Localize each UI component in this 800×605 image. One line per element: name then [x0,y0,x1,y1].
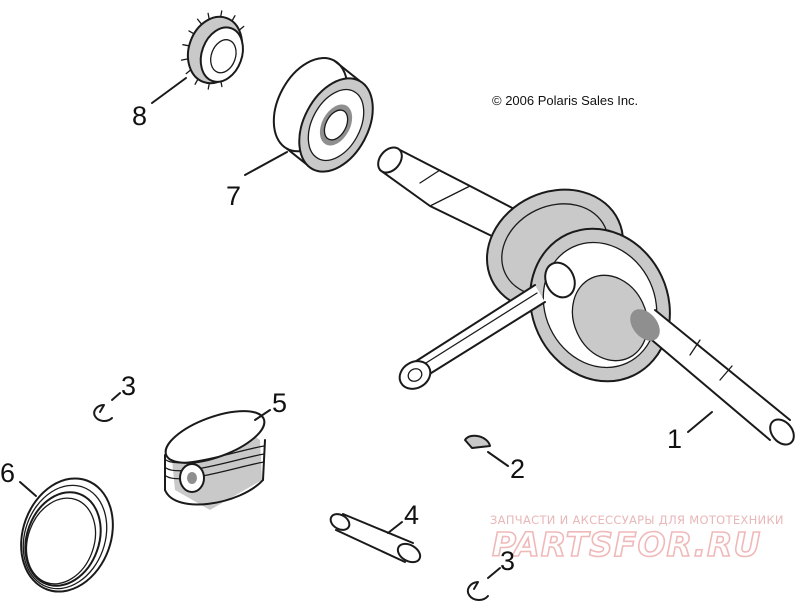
leader-3a [111,392,121,401]
leader-1 [687,411,713,433]
part-2-key[interactable] [464,434,491,449]
leader-2 [487,451,509,467]
leader-7 [244,151,288,176]
part-4-piston-pin[interactable] [328,511,424,566]
part-3-circlip-upper[interactable] [93,404,113,422]
part-8-gear[interactable] [172,2,255,96]
leader-8 [151,77,187,104]
callout-6[interactable]: 6 [0,458,15,488]
callout-8[interactable]: 8 [132,101,147,131]
leader-6 [19,481,37,497]
part-6-piston-rings[interactable] [6,465,128,604]
callout-3-lower[interactable]: 3 [500,546,515,576]
callout-3-upper[interactable]: 3 [121,371,136,401]
callout-2[interactable]: 2 [510,454,525,484]
leader-4 [387,521,403,534]
leader-3b [487,567,501,579]
part-5-piston[interactable] [159,400,270,510]
copyright-text: © 2006 Polaris Sales Inc. [492,93,638,108]
callout-5[interactable]: 5 [272,388,287,418]
part-1-crankshaft[interactable] [373,143,798,449]
part-3-circlip-lower[interactable] [466,581,489,601]
watermark: ЗАПЧАСТИ И АКСЕССУАРЫ ДЛЯ МОТОТЕХНИКИ PA… [490,513,784,565]
callout-7[interactable]: 7 [226,181,241,211]
part-7-bearing[interactable] [256,45,391,184]
watermark-brand: PARTSFOR.RU [492,525,761,564]
watermark-tagline: ЗАПЧАСТИ И АКСЕССУАРЫ ДЛЯ МОТОТЕХНИКИ [490,513,784,527]
callout-1[interactable]: 1 [667,424,682,454]
callout-4[interactable]: 4 [404,500,419,530]
leader-5 [254,409,271,421]
